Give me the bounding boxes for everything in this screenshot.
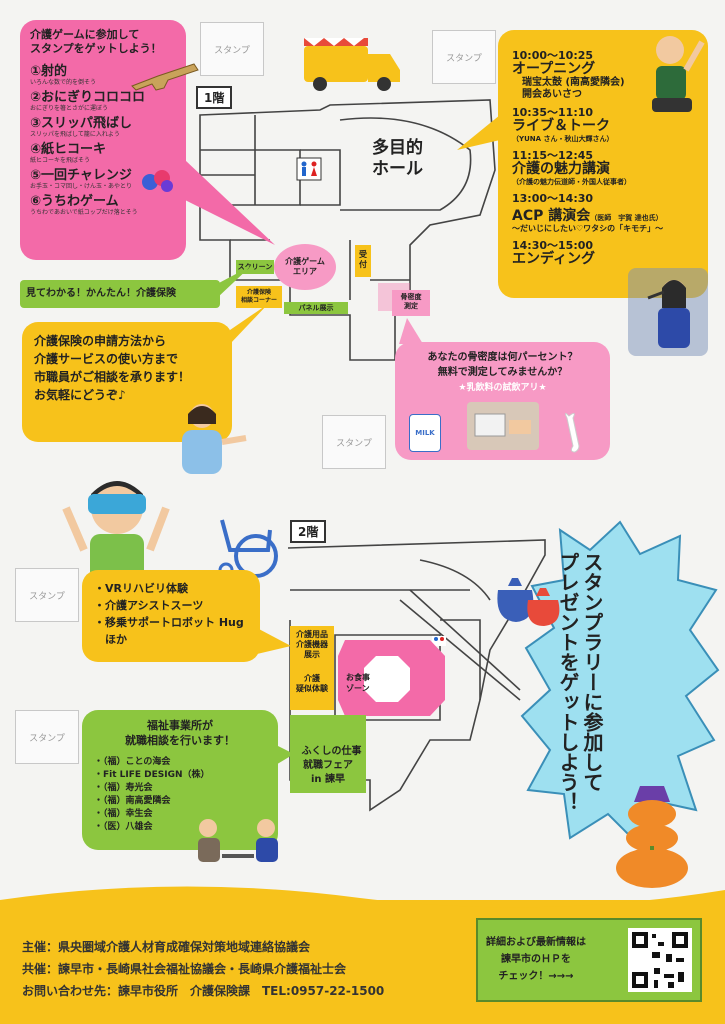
bone-area: 骨密度 測定 (392, 290, 430, 316)
bone-bubble: あなたの骨密度は何パーセント？ 無料で測定してみませんか？ ★乳飲料の試飲アリ★… (395, 342, 610, 460)
food-zone-label: お食事 ゾーン (346, 673, 370, 693)
game-item: ②おにぎりコロコロ (30, 90, 146, 105)
reception-area: 受 付 (355, 245, 371, 277)
stamp-box: スタンプ (15, 568, 79, 622)
staff-woman-icon (182, 404, 247, 474)
job-item: ・（福）ことの海会 (94, 757, 171, 767)
interview-people-icon (198, 819, 278, 862)
singer-photo (628, 268, 708, 356)
measure-photo (467, 402, 539, 450)
game-list: ①射的 いろんな数で的を倒そう ②おにぎりコロコロ おにぎりを箸とさがに運ぼう … (30, 64, 176, 216)
game-bubble-title: 介護ゲームに参加して スタンプをゲットしよう！ (30, 28, 162, 55)
job-item: ・（福）寿光会 (94, 783, 153, 793)
job-bubble: 福祉事業所が 就職相談を行います！ ・（福）ことの海会 ・Fit LIFE DE… (82, 710, 278, 850)
game-item: ①射的 (30, 64, 68, 79)
panel-area: パネル展示 (284, 302, 348, 314)
toy-gun-icon (131, 63, 199, 91)
goods-area: 介護用品 介護機器 展示 介護 疑似体験 (290, 626, 334, 710)
game-desc: いろんな数で的を倒そう (30, 79, 97, 86)
hall-label: 多目的 ホール (372, 138, 423, 179)
vr-bubble-tail (257, 628, 291, 654)
performer-photo (638, 22, 708, 122)
job-item: ・Fit LIFE DESIGN（株） (94, 770, 210, 780)
game-item: ④紙ヒコーキ (30, 142, 107, 157)
job-item: ・（福）南高愛隣会 (94, 796, 171, 806)
bone-icon (564, 412, 580, 453)
footer-contact: お問い合わせ先：諫早市役所 介護保険課 TEL:0957-22-1500 (22, 984, 385, 998)
pumpkin-icon (616, 786, 688, 888)
job-item: ・（医）八雄会 (94, 822, 153, 832)
game-desc: スリッパを飛ばして籠に入れよう (30, 131, 120, 138)
vr-bubble: ・VRリハビリ体験 ・介護アシストスーツ ・移乗サポートロボット Hug ほか (82, 570, 260, 662)
stamp-rally-text: スタンプラリーに参加して プレゼントをゲットしよう！ (556, 552, 604, 812)
kaigo-strip-tail (217, 266, 251, 298)
restroom-icon (432, 636, 446, 646)
stamp-box: スタンプ (322, 415, 386, 469)
floor1-label: 1階 (196, 86, 233, 109)
job-item: ・（福）幸生会 (94, 809, 153, 819)
gift-bag-icon (497, 578, 560, 626)
schedule-item: 10:35～11:10 ライブ＆トーク （YUNA さん・秋山大輝さん） (512, 106, 614, 144)
game-desc: お手玉・コマ回し・けん玉・あやとり (30, 183, 133, 190)
game-item: ⑤一回チャレンジ (30, 168, 132, 183)
game-area: 介護ゲーム エリア (274, 244, 336, 290)
milk-carton: MILK (409, 414, 441, 452)
game-item: ③スリッパ飛ばし (30, 116, 133, 131)
singer-icon (628, 268, 708, 356)
stamp-box: スタンプ (200, 22, 264, 76)
game-item: ⑥うちわゲーム (30, 194, 119, 209)
performer-icon (652, 36, 705, 112)
footer-cosponsor: 共催：諫早市・長崎県社会福祉協議会・長崎県介護福祉士会 (22, 962, 347, 976)
game-desc: 紙ヒコーキを飛ばそう (30, 157, 91, 164)
vr-boy-icon (62, 481, 170, 586)
bone-bubble-tail (399, 318, 423, 344)
kaigo-strip: 見てわかる！かんたん！介護保険 (20, 280, 220, 308)
measure-device-icon (474, 413, 531, 437)
schedule-item: 10:00～10:25 オープニング 瑞宝太鼓 (南高愛隣会) 開会あいさつ (512, 49, 625, 101)
game-bubble: 介護ゲームに参加して スタンプをゲットしよう！ ①射的 いろんな数で的を倒そう … (20, 20, 186, 260)
floor2-label: 2階 (290, 520, 327, 543)
info-box: 詳細および最新情報は 諫早市のＨＰを チェック！→→→ (476, 918, 702, 1002)
consult-corner: 介護保険 相談コーナー (236, 286, 282, 308)
consult-bubble-tail (230, 304, 268, 344)
footer-wave (0, 886, 725, 920)
food-truck-icon (304, 38, 400, 91)
game-bubble-tail (185, 160, 275, 245)
schedule-item: 14:30～15:00 エンディング (512, 239, 596, 267)
schedule-item: 13:00～14:30 ACP 講演会（医師 宇賀 達也氏） ～だいじにしたい♡… (512, 192, 664, 234)
qr-code-icon[interactable] (628, 928, 692, 992)
job-bubble-tail (274, 744, 294, 766)
footer-organizer: 主催：県央圏域介護人材育成確保対策地域連絡協議会 (22, 940, 311, 954)
jobfair-area: ふくしの仕事 就職フェア in 諫早 (290, 715, 366, 793)
dice-icon (142, 170, 173, 192)
stamp-box: スタンプ (432, 30, 496, 84)
game-desc: おにぎりを箸とさがに運ぼう (30, 105, 109, 112)
game-desc: うちわであおいで紙コップだけ落とそう (30, 209, 138, 216)
stamp-box: スタンプ (15, 710, 79, 764)
schedule-bubble-tail (457, 115, 500, 150)
schedule-item: 11:15～12:45 介護の魅力講演 （介護の魅力伝道師・外国人従事者） (512, 149, 631, 187)
